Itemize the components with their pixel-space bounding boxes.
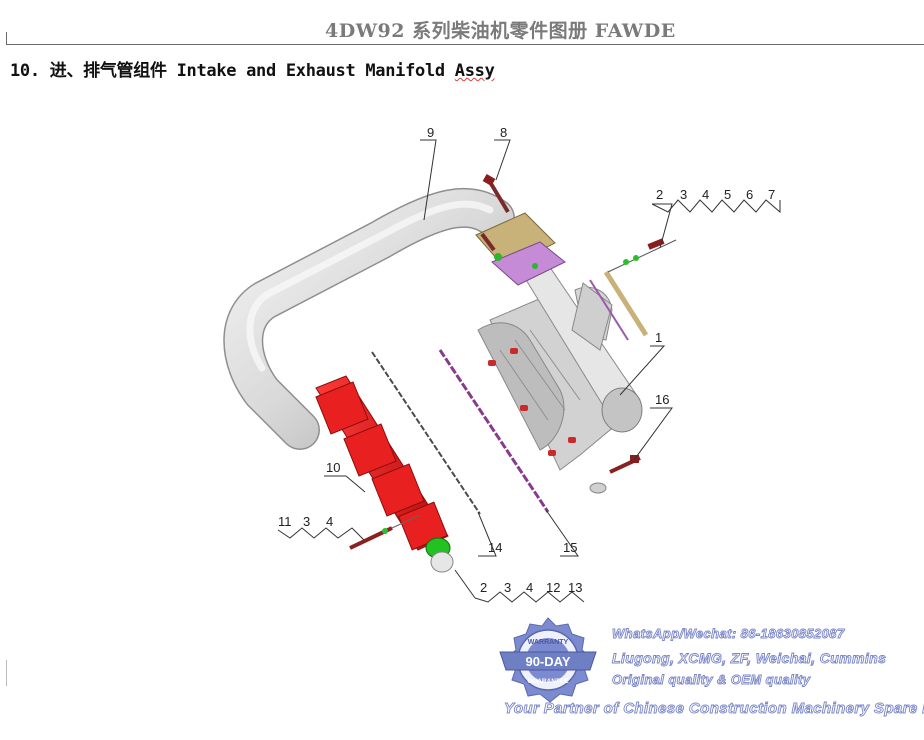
callout-9: 9 xyxy=(427,125,434,140)
callout-5-top: 5 xyxy=(724,187,731,202)
watermark-quality: Original quality & OEM quality xyxy=(612,672,811,688)
callout-2-top: 2 xyxy=(656,187,663,202)
page-header: 4DW92 系列柴油机零件图册 FAWDE xyxy=(0,14,924,45)
exhaust-gasket xyxy=(438,349,550,513)
callout-1: 1 xyxy=(655,330,662,345)
intake-gasket xyxy=(371,351,481,515)
callout-4-bottom: 4 xyxy=(526,580,533,595)
callout-6-top: 6 xyxy=(746,187,753,202)
callout-4-left: 4 xyxy=(326,514,333,529)
callout-2-bottom: 2 xyxy=(480,580,487,595)
leader-lines xyxy=(277,139,781,603)
badge-90day-text: 90-DAY xyxy=(525,654,570,669)
callout-13-bottom: 13 xyxy=(568,580,582,595)
callout-4-top: 4 xyxy=(702,187,709,202)
intake-manifold-bolt xyxy=(349,514,421,550)
badge-warranty-text: WARRANTY xyxy=(528,639,569,646)
exhaust-manifold xyxy=(477,259,643,494)
callout-12-bottom: 12 xyxy=(546,580,560,595)
callout-3-left: 3 xyxy=(303,514,310,529)
watermark-tagline: Your Partner of Chinese Construction Mac… xyxy=(504,700,924,718)
watermark-brands: Liugong, XCMG, ZF, Weichai, Cummins xyxy=(612,650,887,667)
outlet-bolt xyxy=(607,238,677,273)
margin-tick xyxy=(6,660,7,686)
badge-guarantee-text: GUARANTEE xyxy=(527,678,569,685)
section-title-text: 10. 进、排气管组件 Intake and Exhaust Manifold xyxy=(10,61,455,81)
callout-3-top: 3 xyxy=(680,187,687,202)
warranty-badge-icon: WARRANTY 90-DAY GUARANTEE xyxy=(499,617,597,703)
header-rule-tick xyxy=(6,32,7,45)
pipe-flange xyxy=(475,212,566,286)
outlet-gasket xyxy=(589,270,649,341)
header-title: 4DW92 系列柴油机零件图册 FAWDE xyxy=(325,20,676,42)
watermark-contact: WhatsApp/Wechat: 86-18630852087 xyxy=(612,626,845,642)
header-rule xyxy=(6,44,924,45)
callout-3-bottom: 3 xyxy=(504,580,511,595)
callout-11: 11 xyxy=(278,514,292,529)
callout-8: 8 xyxy=(500,125,507,140)
callout-10: 10 xyxy=(326,460,340,475)
callout-7-top: 7 xyxy=(768,187,775,202)
section-title-spellcheck-word: Assy xyxy=(454,61,495,81)
intake-pipe xyxy=(223,187,515,450)
intake-manifold xyxy=(315,375,454,573)
callout-15: 15 xyxy=(563,540,577,555)
section-title: 10. 进、排气管组件 Intake and Exhaust Manifold … xyxy=(10,56,495,81)
callout-14: 14 xyxy=(488,540,502,555)
flange-bolt xyxy=(480,174,510,252)
callout-16: 16 xyxy=(655,392,669,407)
